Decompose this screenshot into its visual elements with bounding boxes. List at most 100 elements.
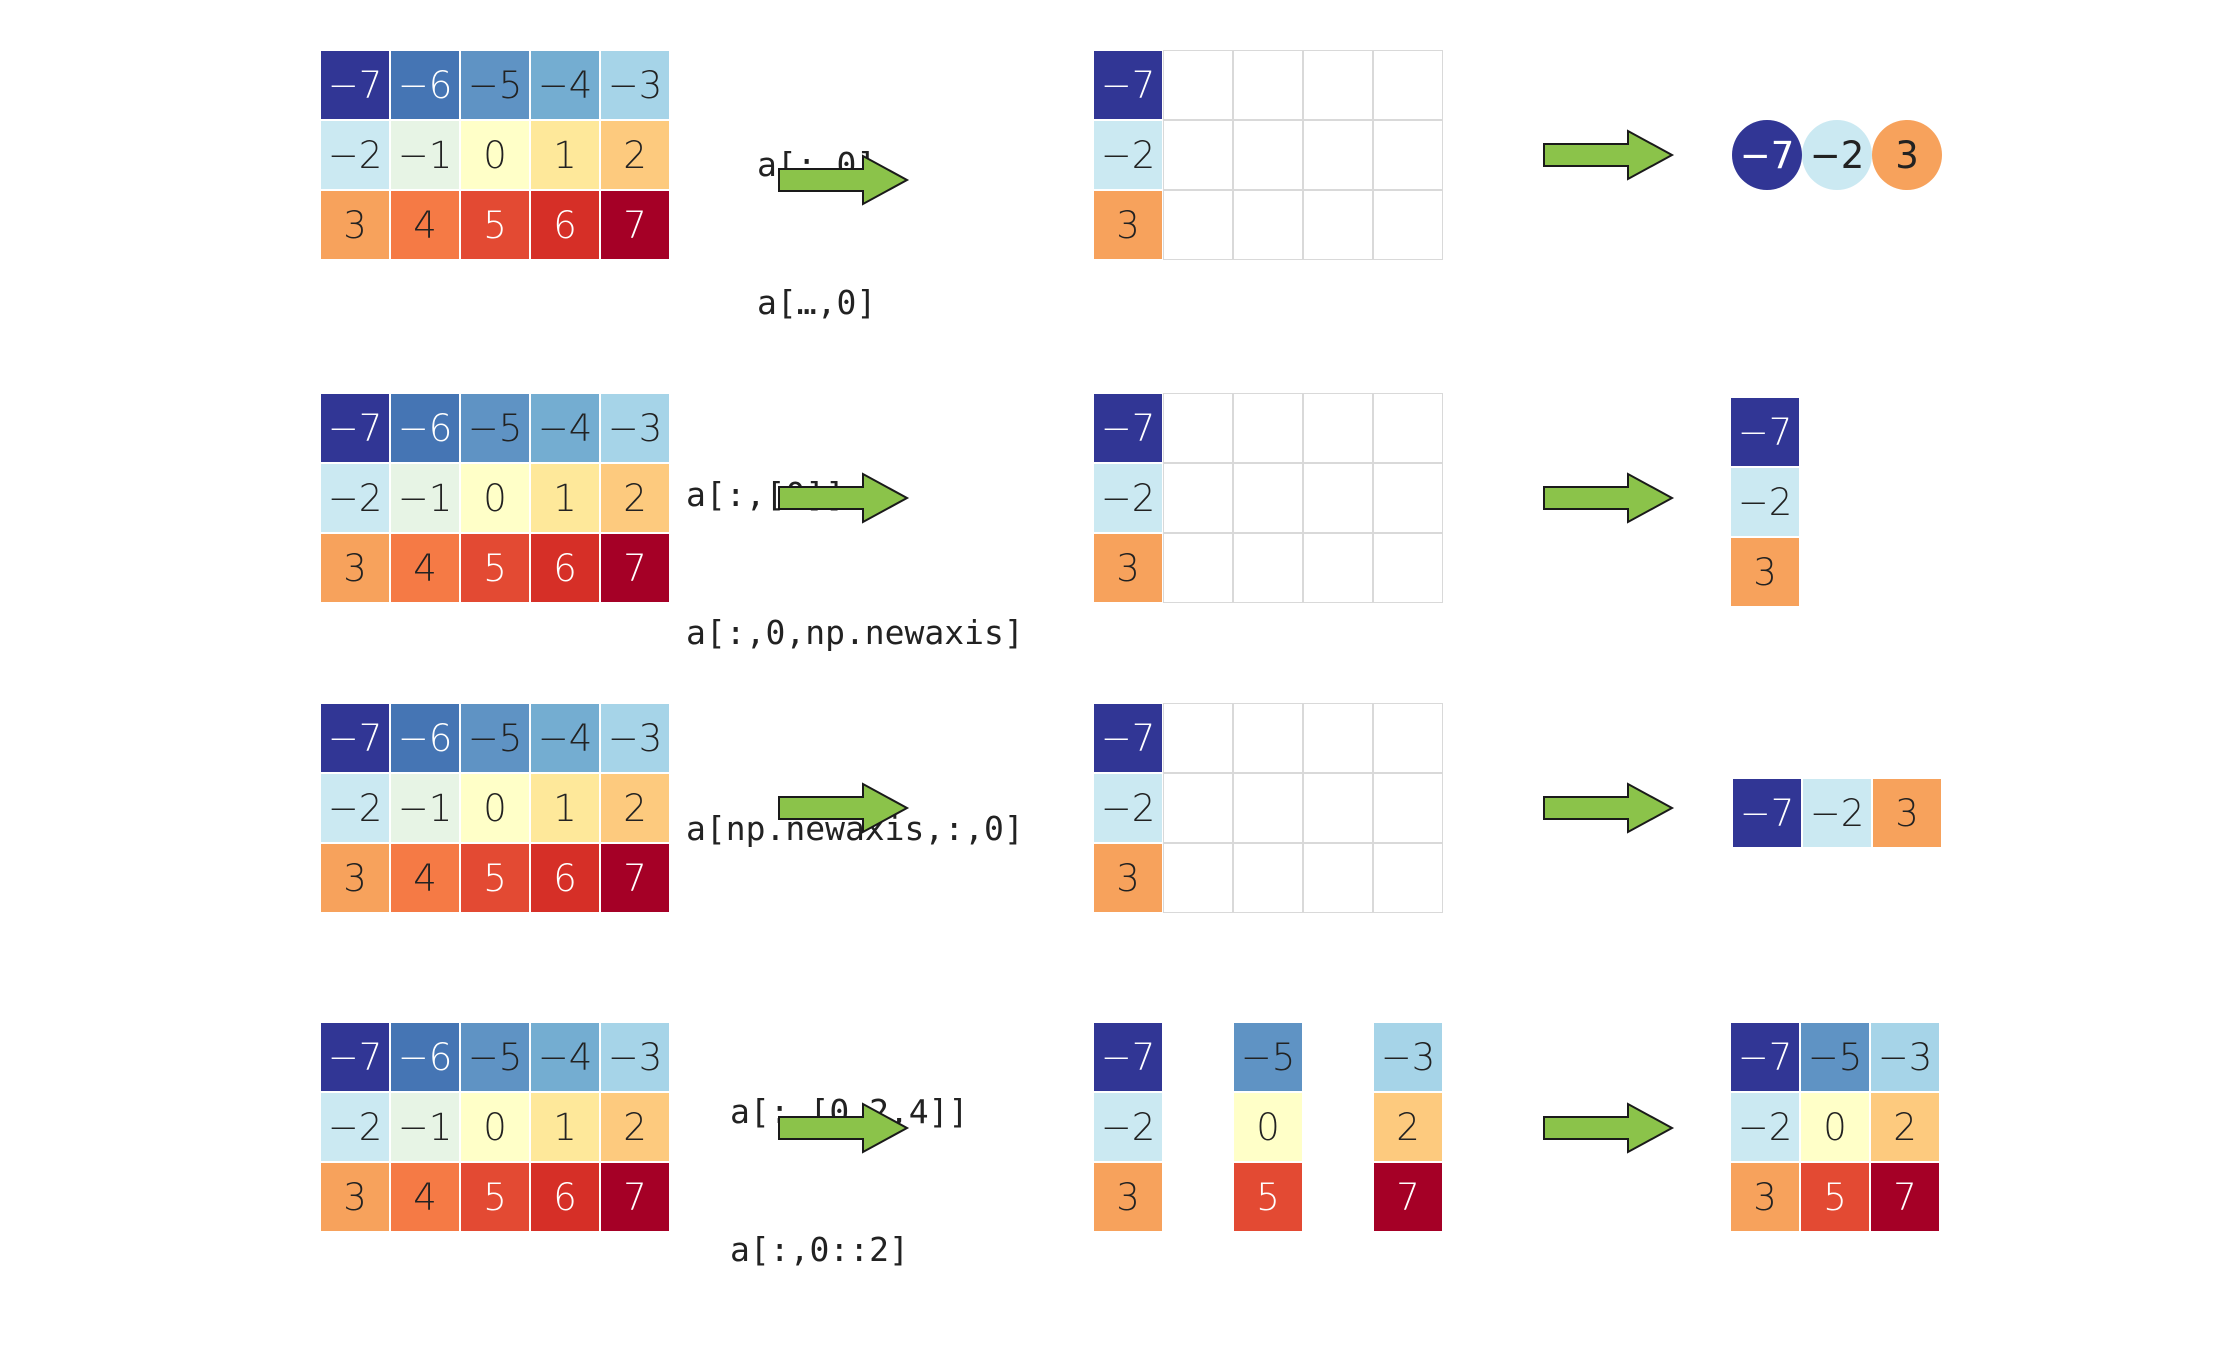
- empty-cell: [1303, 773, 1373, 843]
- arrow-icon: [1543, 472, 1675, 524]
- empty-cell: [1303, 190, 1373, 260]
- array-cell: −2: [1730, 467, 1800, 537]
- empty-cell: [1373, 773, 1443, 843]
- empty-cell: [1373, 50, 1443, 120]
- empty-cell: [1303, 50, 1373, 120]
- indexing-code: a[:,0] a[…,0]: [757, 50, 876, 418]
- array-cell: −1: [390, 120, 460, 190]
- empty-cell: [1233, 463, 1303, 533]
- empty-cell: [1233, 50, 1303, 120]
- empty-cell: [1303, 533, 1373, 603]
- array-cell: −7: [1093, 393, 1163, 463]
- arrow-icon: [1543, 1102, 1675, 1154]
- array-cell: 3: [1093, 843, 1163, 913]
- array-cell: 5: [460, 1162, 530, 1232]
- array-cell: −5: [1233, 1022, 1303, 1092]
- array-cell: 3: [320, 533, 390, 603]
- array-cell: 5: [1800, 1162, 1870, 1232]
- empty-cell: [1373, 533, 1443, 603]
- code-line: a[:,0,np.newaxis]: [686, 613, 1024, 652]
- array-cell: −7: [320, 50, 390, 120]
- empty-cell: [1233, 533, 1303, 603]
- array-cell: 7: [1870, 1162, 1940, 1232]
- array-cell: 3: [320, 1162, 390, 1232]
- array-cell: 4: [390, 843, 460, 913]
- result-element: 3: [1872, 120, 1942, 190]
- empty-cell: [1163, 393, 1233, 463]
- array-cell: 7: [600, 843, 670, 913]
- array-cell: −3: [600, 393, 670, 463]
- array-cell: −5: [460, 703, 530, 773]
- array-cell: 3: [1872, 778, 1942, 848]
- array-cell: −2: [1730, 1092, 1800, 1162]
- array-cell: −6: [390, 50, 460, 120]
- empty-cell: [1303, 843, 1373, 913]
- array-cell: −2: [1093, 463, 1163, 533]
- empty-cell: [1163, 1162, 1233, 1232]
- array-cell: −7: [1730, 1022, 1800, 1092]
- array-cell: 3: [1730, 1162, 1800, 1232]
- array-cell: −7: [1093, 1022, 1163, 1092]
- array-cell: 0: [460, 463, 530, 533]
- array-cell: 0: [1233, 1092, 1303, 1162]
- array-cell: −4: [530, 50, 600, 120]
- empty-cell: [1163, 50, 1233, 120]
- array-cell: −7: [320, 393, 390, 463]
- array-cell: 0: [1800, 1092, 1870, 1162]
- array-cell: 4: [390, 533, 460, 603]
- empty-cell: [1303, 463, 1373, 533]
- array-cell: 7: [600, 1162, 670, 1232]
- array-cell: −7: [1093, 50, 1163, 120]
- array-cell: 5: [460, 190, 530, 260]
- array-cell: −7: [1732, 778, 1802, 848]
- indexing-code: a[:,[0,2,4]] a[:,0::2]: [730, 997, 968, 1365]
- empty-cell: [1163, 463, 1233, 533]
- array-cell: −3: [600, 1022, 670, 1092]
- empty-cell: [1373, 393, 1443, 463]
- array-cell: 1: [530, 1092, 600, 1162]
- indexing-code: a[:,[0]] a[:,0,np.newaxis]: [686, 380, 1024, 748]
- array-cell: 6: [530, 533, 600, 603]
- array-cell: −6: [390, 703, 460, 773]
- array-cell: 4: [390, 190, 460, 260]
- code-line: a[:,0::2]: [730, 1230, 909, 1269]
- empty-cell: [1163, 190, 1233, 260]
- array-cell: −7: [320, 1022, 390, 1092]
- empty-cell: [1163, 120, 1233, 190]
- array-cell: −3: [600, 50, 670, 120]
- empty-cell: [1233, 120, 1303, 190]
- empty-cell: [1233, 773, 1303, 843]
- array-cell: 2: [1373, 1092, 1443, 1162]
- array-cell: −2: [320, 120, 390, 190]
- array-cell: −3: [600, 703, 670, 773]
- array-cell: −5: [460, 393, 530, 463]
- empty-cell: [1303, 1022, 1373, 1092]
- array-cell: 3: [320, 190, 390, 260]
- empty-cell: [1163, 773, 1233, 843]
- result-element: −2: [1802, 120, 1872, 190]
- arrow-icon: [778, 782, 910, 834]
- array-cell: 2: [600, 120, 670, 190]
- array-cell: 2: [600, 773, 670, 843]
- array-cell: −7: [1093, 703, 1163, 773]
- empty-cell: [1373, 843, 1443, 913]
- empty-cell: [1233, 393, 1303, 463]
- array-cell: 4: [390, 1162, 460, 1232]
- array-cell: 0: [460, 120, 530, 190]
- empty-cell: [1373, 120, 1443, 190]
- array-cell: 5: [460, 843, 530, 913]
- array-cell: −2: [1093, 120, 1163, 190]
- empty-cell: [1163, 1092, 1233, 1162]
- array-cell: −2: [320, 463, 390, 533]
- arrow-icon: [778, 154, 910, 206]
- empty-cell: [1163, 703, 1233, 773]
- array-cell: 6: [530, 1162, 600, 1232]
- array-cell: 3: [1093, 533, 1163, 603]
